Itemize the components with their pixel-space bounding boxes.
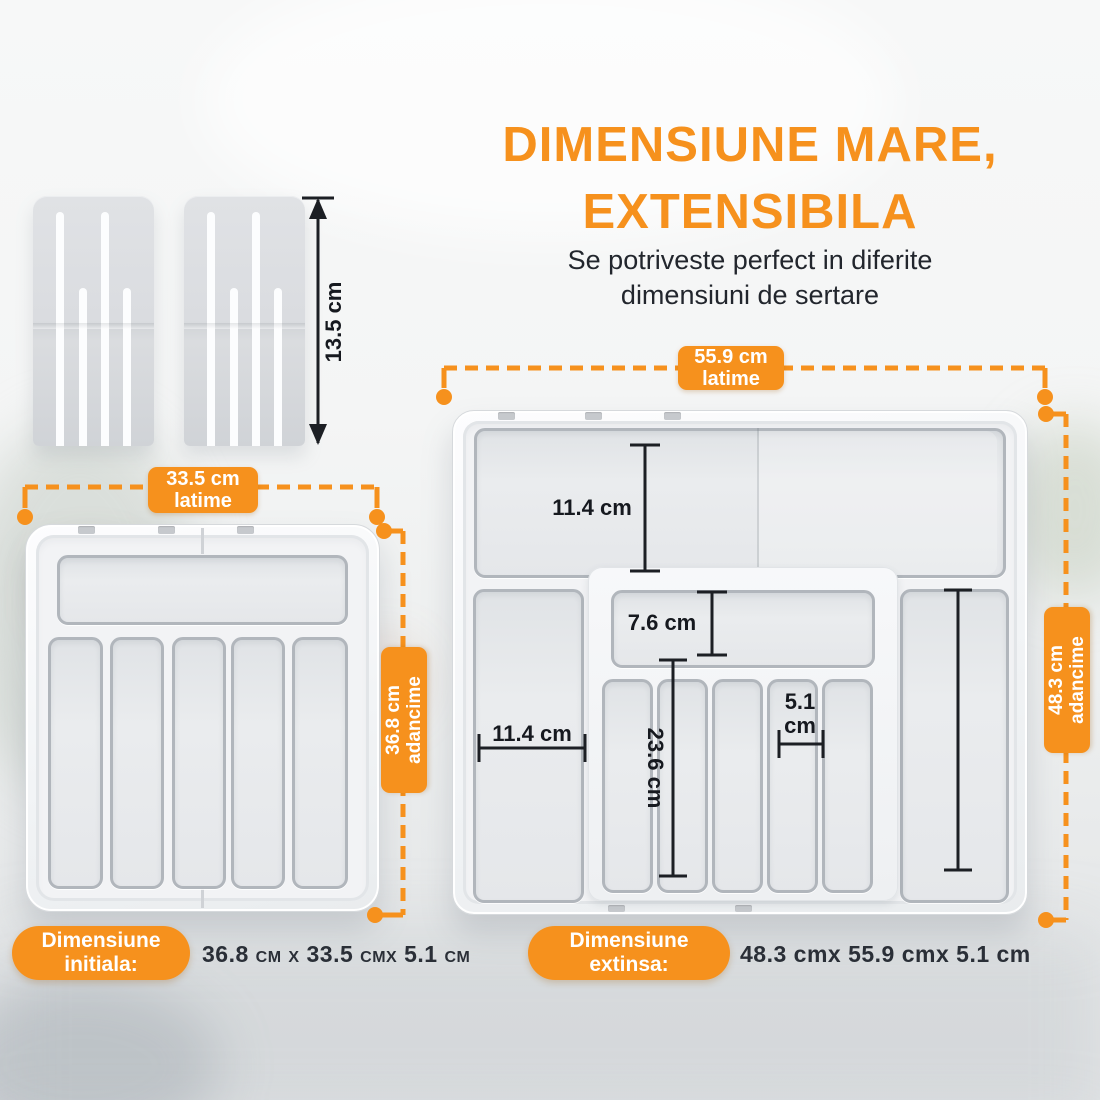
latch-tab bbox=[608, 905, 625, 912]
latch-tab bbox=[664, 412, 681, 420]
small-width-value: 33.5 cm bbox=[166, 468, 240, 490]
initial-pill-line1: Dimensiune bbox=[41, 929, 161, 952]
drawer-divider-left bbox=[33, 196, 154, 446]
top-depth-label: 11.4 cm bbox=[552, 495, 632, 520]
tray-compartment-slot bbox=[48, 637, 103, 889]
page-subtitle: Se potriveste perfect in diferite dimens… bbox=[420, 243, 1080, 313]
tray-compartment-slot bbox=[110, 637, 164, 889]
latch-tab bbox=[158, 526, 175, 534]
subtray-slot bbox=[712, 679, 763, 893]
small-width-unit: latime bbox=[174, 490, 232, 512]
divider-slot bbox=[123, 288, 131, 446]
divider-height-label: 13.5 cm bbox=[321, 281, 346, 363]
latch-tab bbox=[735, 905, 752, 912]
extended-pill-line1: Dimensiune bbox=[569, 929, 689, 952]
divider-slot bbox=[207, 212, 215, 446]
slot-length-label: 23.6 cm bbox=[643, 727, 668, 809]
initial-pill-line2: initiala: bbox=[64, 953, 138, 976]
large-width-value: 55.9 cm bbox=[694, 346, 768, 368]
subtray-compartment-wide bbox=[611, 590, 875, 668]
small-depth-badge: 36.8 cm adancime bbox=[381, 647, 427, 793]
tray-compartment-left bbox=[473, 589, 584, 903]
large-width-unit: latime bbox=[702, 368, 760, 390]
tray-compartment-slot bbox=[231, 637, 285, 889]
drawer-divider-right bbox=[184, 196, 305, 446]
title-line-2: EXTENSIBILA bbox=[582, 185, 918, 239]
tray-compartment-top bbox=[57, 555, 348, 625]
expansion-seam bbox=[201, 882, 204, 908]
page-title: DIMENSIUNE MARE, EXTENSIBILA bbox=[420, 112, 1080, 246]
latch-tab bbox=[237, 526, 254, 534]
extended-dimension-pill: Dimensiune extinsa: bbox=[528, 926, 730, 980]
mid-height-label: 7.6 cm bbox=[627, 610, 697, 635]
latch-tab bbox=[585, 412, 602, 420]
tray-compartment-top bbox=[474, 428, 1006, 578]
large-organizer-tray bbox=[452, 410, 1028, 915]
tray-compartment-slot bbox=[292, 637, 348, 889]
extended-pill-line2: extinsa: bbox=[589, 953, 669, 976]
slot-width-value: 5.1 bbox=[784, 689, 816, 714]
divider-slot bbox=[101, 212, 109, 446]
divider-slot bbox=[79, 288, 87, 446]
subtitle-line-1: Se potriveste perfect in diferite bbox=[567, 245, 933, 275]
subtray-slot bbox=[767, 679, 818, 893]
slot-width-unit: cm bbox=[784, 713, 816, 738]
large-width-badge: 55.9 cm latime bbox=[678, 346, 784, 390]
tray-compartment-slot bbox=[172, 637, 226, 889]
central-subtray bbox=[588, 567, 898, 901]
tray-compartment-right bbox=[900, 589, 1009, 903]
initial-dimension-pill: Dimensiune initiala: bbox=[12, 926, 190, 980]
divider-slot bbox=[230, 288, 238, 446]
small-width-badge: 33.5 cm latime bbox=[148, 467, 258, 513]
subtray-slot bbox=[602, 679, 653, 893]
subtitle-line-2: dimensiuni de sertare bbox=[620, 280, 880, 310]
subtray-slot bbox=[822, 679, 873, 893]
large-depth-value: 48.3 cm bbox=[1046, 645, 1067, 715]
left-width-label: 11.4 cm bbox=[492, 721, 572, 746]
extended-dimension-value: 48.3 cmx 55.9 cmx 5.1 cm bbox=[740, 941, 1031, 967]
divider-slot bbox=[56, 212, 64, 446]
latch-tab bbox=[78, 526, 95, 534]
slot-width-label: 5.1 cm bbox=[784, 690, 816, 738]
small-organizer-tray bbox=[25, 524, 380, 912]
small-depth-unit: adancime bbox=[404, 676, 425, 764]
large-depth-unit: adancime bbox=[1067, 636, 1088, 724]
expansion-overlay bbox=[759, 431, 997, 575]
divider-slot bbox=[274, 288, 282, 446]
latch-tab bbox=[498, 412, 515, 420]
large-depth-badge: 48.3 cm adancime bbox=[1044, 607, 1090, 753]
subtray-slot bbox=[657, 679, 708, 893]
expansion-seam bbox=[757, 428, 759, 578]
title-line-1: DIMENSIUNE MARE, bbox=[502, 118, 998, 172]
divider-slot bbox=[252, 212, 260, 446]
expansion-seam bbox=[201, 528, 204, 554]
small-depth-value: 36.8 cm bbox=[383, 685, 404, 755]
initial-dimension-value: 36.8 cm x 33.5 cmx 5.1 cm bbox=[202, 941, 471, 967]
